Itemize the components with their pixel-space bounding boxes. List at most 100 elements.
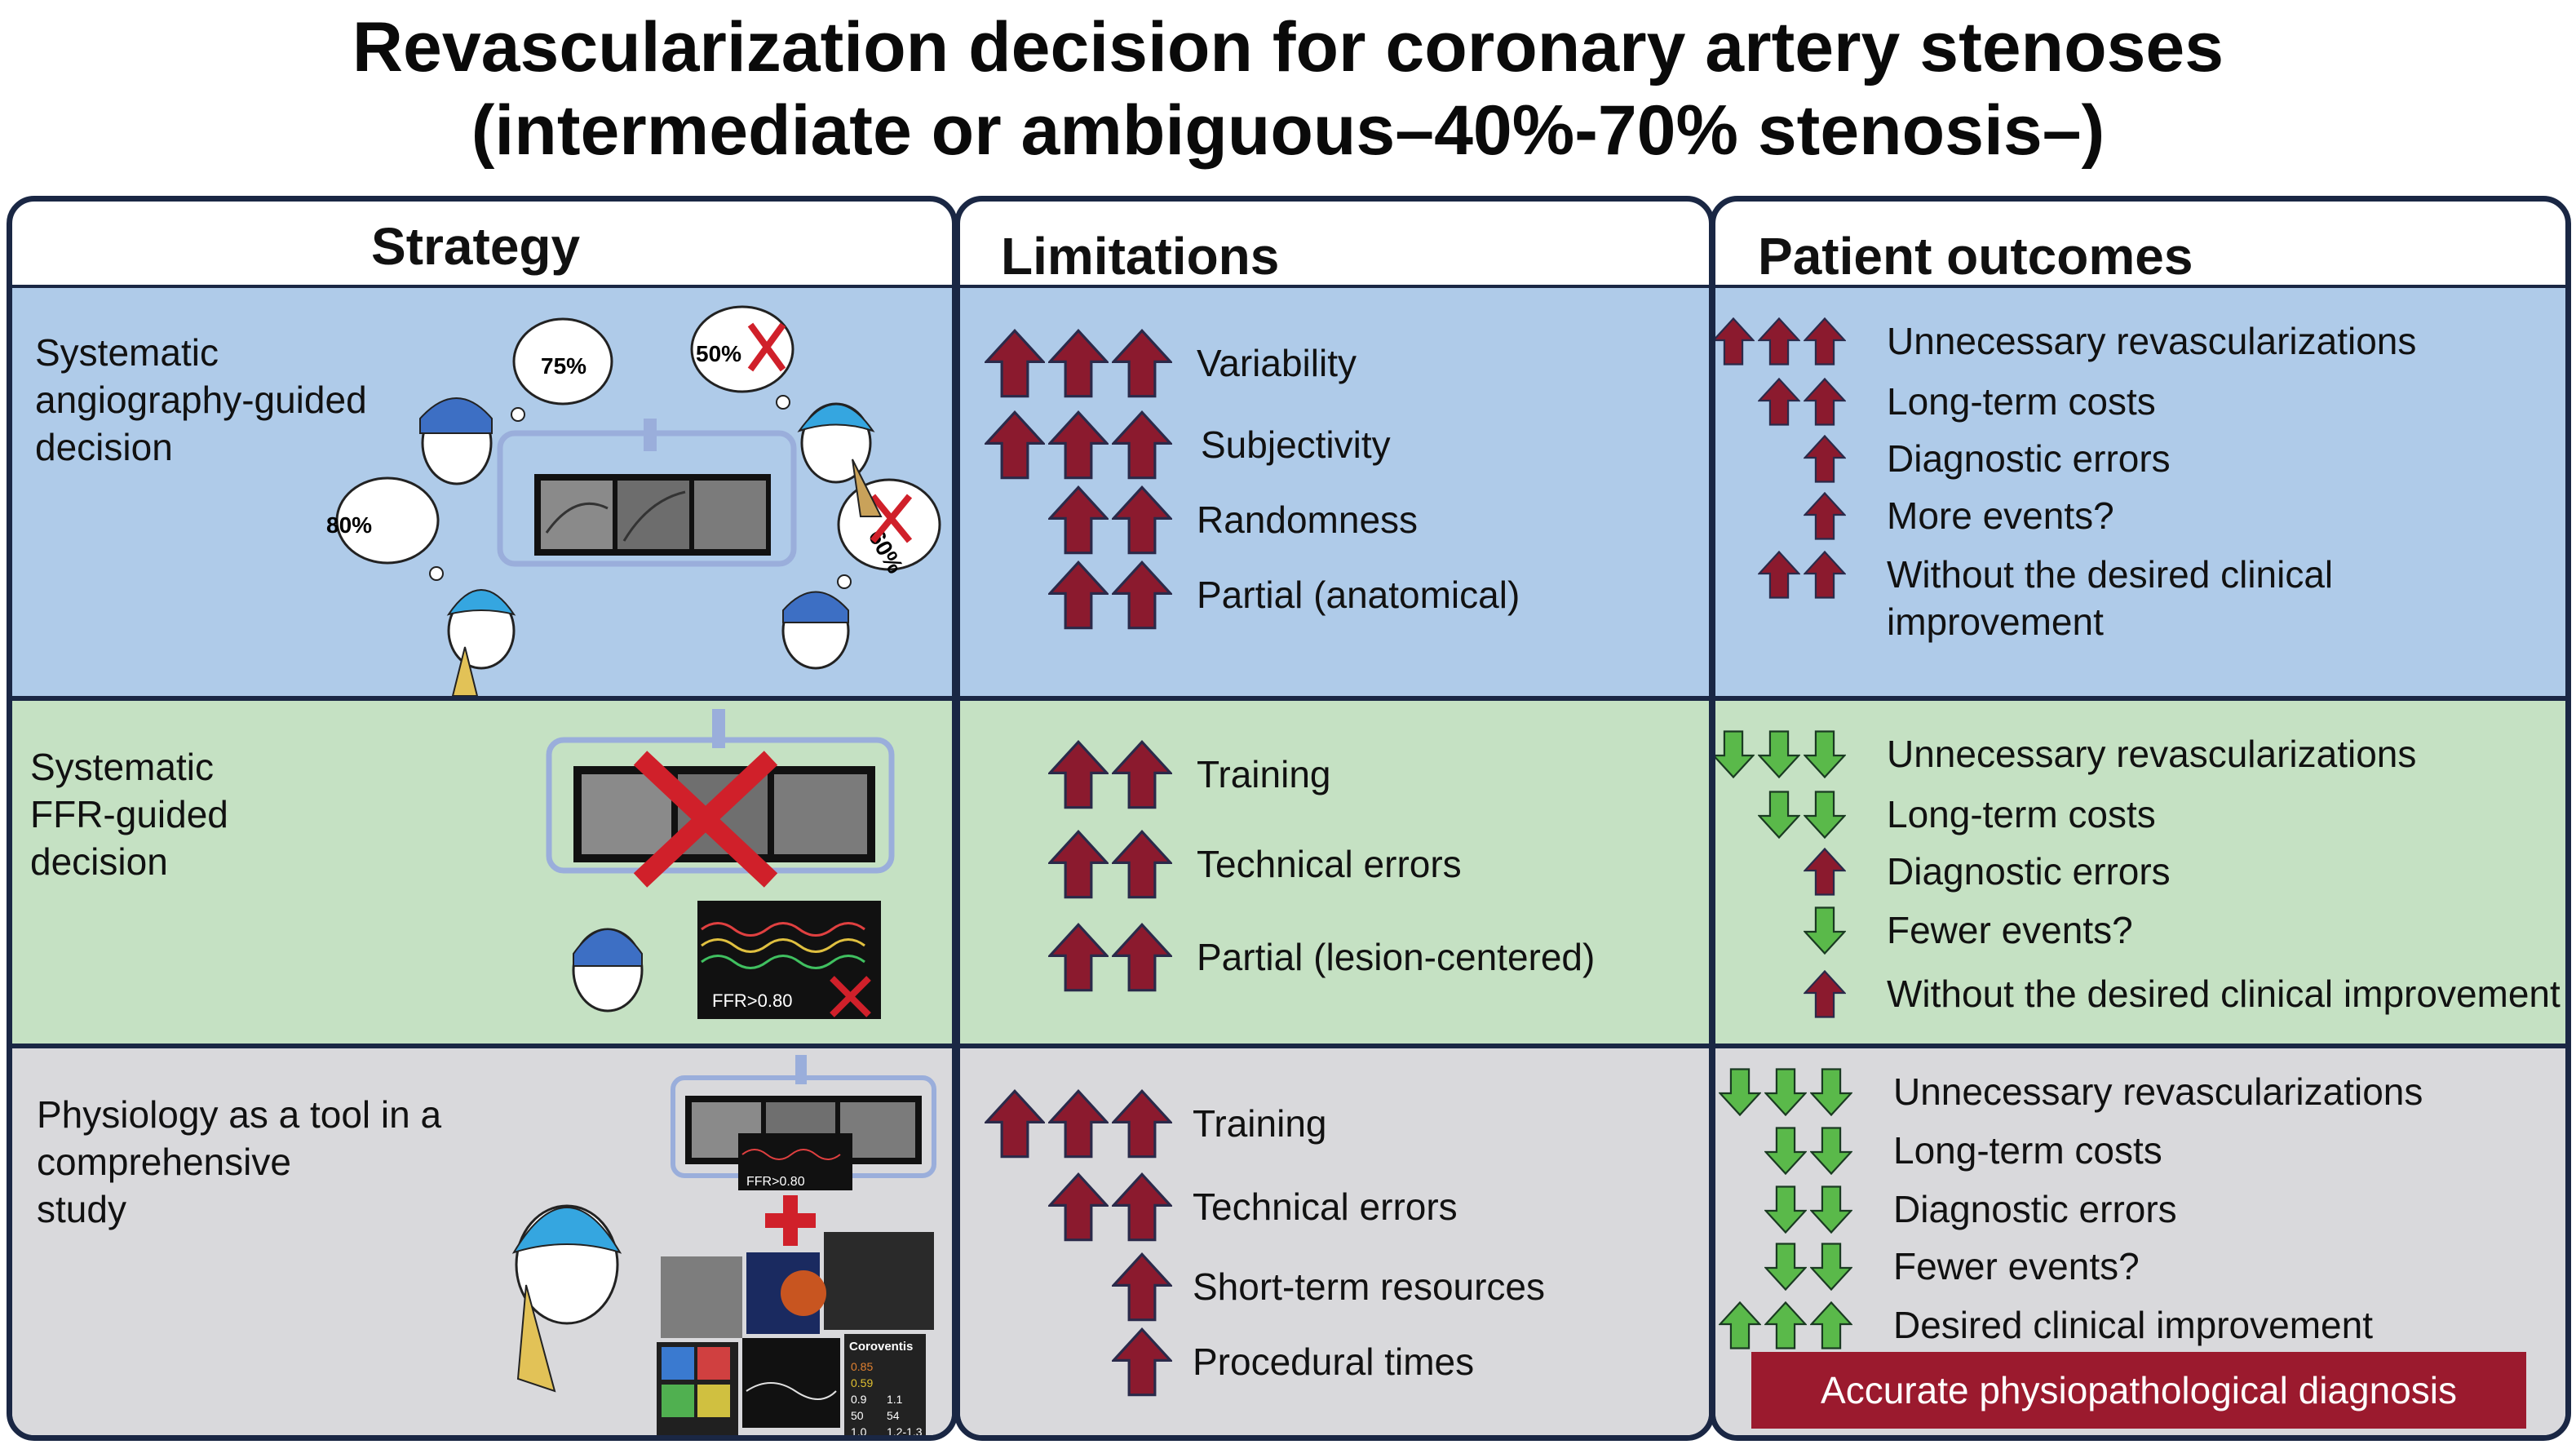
svg-text:50: 50	[851, 1409, 864, 1422]
red-cross-icon	[633, 751, 778, 888]
outcome-label: Unnecessary revascularizations	[1893, 1070, 2423, 1113]
up-arrow-icon	[1048, 561, 1109, 630]
strategy-column: Strategy Systematic angiography-guided d…	[7, 196, 958, 1441]
svg-text:1.1: 1.1	[887, 1393, 903, 1406]
up-arrow-icon	[1804, 848, 1846, 896]
outcome-label: More events?	[1887, 494, 2114, 537]
ffr-illustration: FFR>0.80	[546, 709, 895, 1019]
down-arrow-icon	[1804, 730, 1846, 778]
outcome-label: Diagnostic errors	[1887, 850, 2171, 893]
up-arrow-icon	[1112, 1172, 1172, 1242]
limitation-label: Subjectivity	[1201, 423, 1391, 466]
up-arrow-icon	[1048, 1089, 1109, 1159]
limitation-label: Randomness	[1197, 499, 1419, 541]
outcome-arrows	[1804, 492, 1846, 540]
svg-text:0.85: 0.85	[851, 1360, 873, 1373]
strategy-row-ffr: Systematic FFR-guided decision	[12, 701, 952, 1044]
limitation-arrows	[985, 329, 1172, 398]
down-arrow-icon	[1810, 1127, 1852, 1175]
outcome-label: Diagnostic errors	[1893, 1188, 2177, 1230]
limitation-arrows	[1048, 740, 1172, 809]
limitation-label: Partial (lesion-centered)	[1197, 936, 1596, 978]
svg-text:FFR>0.80: FFR>0.80	[712, 990, 792, 1011]
outcome-arrows	[1758, 791, 1846, 839]
svg-text:1.0: 1.0	[851, 1425, 867, 1438]
limitation-label: Technical errors	[1193, 1185, 1458, 1228]
down-arrow-icon	[1712, 730, 1755, 778]
surgeon-icon	[781, 591, 850, 670]
up-arrow-icon	[1112, 740, 1172, 809]
outcomes-row-3: Accurate physiopathological diagnosis Un…	[1715, 1048, 2565, 1435]
svg-text:1.2-1.3: 1.2-1.3	[887, 1425, 923, 1438]
down-arrow-icon	[1719, 1068, 1761, 1116]
up-arrow-icon	[1112, 1089, 1172, 1159]
strategy-header-label: Strategy	[371, 217, 581, 276]
outcome-arrows	[1712, 730, 1846, 778]
limitation-arrows	[1048, 923, 1172, 992]
up-arrow-icon	[1804, 492, 1846, 540]
limitation-label: Short-term resources	[1193, 1265, 1546, 1308]
limitations-header: Limitations	[960, 202, 1709, 288]
limitation-arrows	[985, 410, 1172, 480]
outcome-label: Long-term costs	[1887, 793, 2156, 835]
monitor-icon	[573, 766, 875, 862]
strategy-row-angiography: Systematic angiography-guided decision	[12, 288, 952, 696]
limitation-arrows	[1112, 1252, 1172, 1322]
c-arm-icon	[497, 419, 797, 567]
up-arrow-icon	[985, 329, 1045, 398]
c-arm-icon	[546, 709, 895, 874]
svg-text:0.9: 0.9	[851, 1393, 867, 1406]
up-arrow-icon	[1048, 1172, 1109, 1242]
ffr-tracing-icon: FFR>0.80	[697, 901, 881, 1019]
outcome-label: Unnecessary revascularizations	[1887, 733, 2417, 775]
outcome-label: Desired clinical improvement	[1893, 1304, 2373, 1346]
outcome-label-continued: improvement	[1887, 600, 2104, 643]
outcome-label: Without the desired clinical improvement	[1887, 973, 2561, 1015]
down-arrow-icon	[1764, 1185, 1807, 1234]
outcome-label: Diagnostic errors	[1887, 437, 2171, 480]
outcomes-header: Patient outcomes	[1715, 202, 2565, 288]
surgeon-icon	[446, 589, 516, 696]
strategy-text-1: Systematic angiography-guided decision	[35, 331, 367, 468]
limitation-arrows	[1048, 830, 1172, 899]
surgeon-icon	[419, 397, 493, 485]
up-arrow-icon	[1758, 551, 1800, 599]
up-arrow-icon	[1804, 551, 1846, 599]
coroventis-panel-icon: Coroventis 0.85 0.59 0.9 50 1.0 1.1 54 1…	[844, 1334, 926, 1438]
up-arrow-icon	[1804, 378, 1846, 426]
up-arrow-icon	[1048, 329, 1109, 398]
limitation-label: Procedural times	[1193, 1340, 1475, 1383]
down-arrow-icon	[1758, 791, 1800, 839]
red-plus-icon	[765, 1195, 816, 1246]
down-arrow-icon	[1764, 1127, 1807, 1175]
limitation-label: Training	[1193, 1102, 1327, 1145]
up-arrow-icon	[1048, 923, 1109, 992]
up-arrow-icon	[1804, 317, 1846, 366]
up-arrow-icon	[1112, 830, 1172, 899]
limitation-label: Technical errors	[1197, 843, 1462, 885]
limitations-header-label: Limitations	[1001, 227, 1280, 286]
limitation-label: Partial (anatomical)	[1197, 574, 1520, 616]
up-arrow-icon	[1048, 830, 1109, 899]
ffr-tracing-icon: FFR>0.80	[738, 1133, 852, 1190]
comprehensive-illustration: FFR>0.80	[511, 1055, 936, 1438]
thought-bubble-icon: 50%	[690, 305, 794, 410]
up-arrow-icon	[1112, 1327, 1172, 1397]
outcome-arrows	[1719, 1301, 1852, 1349]
strategy-text-3: Physiology as a tool in a comprehensive …	[37, 1093, 442, 1230]
angiography-illustration: 75% 50% 80% 60%	[326, 305, 941, 696]
up-arrow-icon	[1758, 317, 1800, 366]
outcome-label: Unnecessary revascularizations	[1887, 320, 2417, 362]
up-arrow-icon	[1712, 317, 1755, 366]
outcome-arrows	[1804, 970, 1846, 1018]
svg-text:54: 54	[887, 1409, 900, 1422]
outcome-label: Fewer events?	[1893, 1245, 2140, 1287]
outcome-label: Long-term costs	[1893, 1129, 2162, 1172]
up-arrow-icon	[1810, 1301, 1852, 1349]
down-arrow-icon	[1758, 730, 1800, 778]
limitation-label: Training	[1197, 753, 1331, 795]
title-line-1: Revascularization decision for coronary …	[352, 8, 2224, 86]
